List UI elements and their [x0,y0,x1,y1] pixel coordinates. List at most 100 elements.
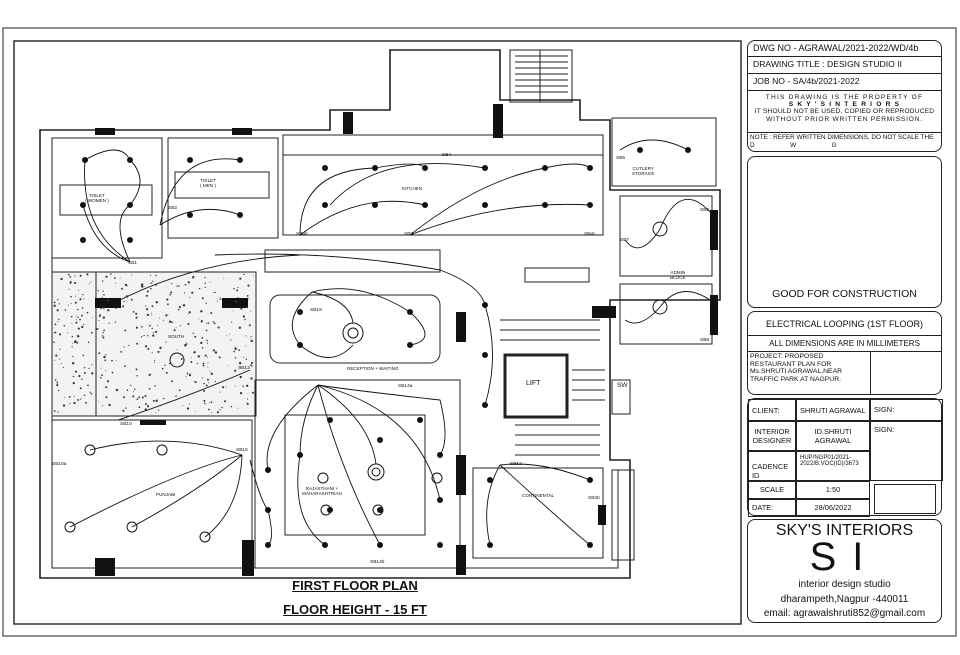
speckle-dot [120,351,122,353]
speckle-dot [186,372,188,374]
scale-note-line: NOTE : REFER WRITTEN DIMENSIONS, DO NOT … [750,134,934,141]
speckle-dot [162,319,164,321]
speckle-dot [98,352,101,355]
sheet-title: ELECTRICAL LOOPING (1ST FLOOR) [748,312,941,336]
speckle-dot [125,295,129,298]
speckle-dot [220,298,222,300]
speckle-dot [200,310,203,313]
speckle-dot [76,319,77,321]
studio-email: email: agrawalshruti852@gmail.com [763,608,926,619]
sb-label: SB4 [442,153,452,158]
speckle-dot [114,321,117,323]
property-line-3: IT SHOULD NOT BE USED, COPIED OR REPRODU… [754,108,935,116]
speckle-dot [58,333,62,336]
speckle-dot [102,280,104,282]
speckle-dot [169,293,171,296]
speckle-dot [70,296,72,298]
speckle-dot [216,300,218,302]
wet-area-left [51,271,97,417]
speckle-dot [96,328,98,331]
speckle-dot [227,365,229,367]
speckle-dot [219,409,221,411]
speckle-dot [147,348,150,350]
speckle-dot [79,387,82,390]
speckle-dot [238,326,242,329]
sb-label: SB4c [584,232,596,237]
speckle-dot [132,311,135,313]
speckle-dot [138,396,140,399]
speckle-dot [250,335,252,337]
speckle-dot [238,349,240,351]
speckle-dot [140,336,143,338]
speckle-dot [157,350,160,353]
reception-room [269,294,441,364]
inner-border [13,40,742,625]
speckle-dot [177,308,180,311]
speckle-dot [56,298,59,301]
speckle-dot [86,311,89,314]
sign-label-2: SIGN: [870,421,943,481]
speckle-dot [82,293,84,296]
speckle-dot [251,365,253,367]
speckle-dot [234,357,237,359]
sb-label: SB14a [398,384,413,389]
speckle-dot [213,292,215,294]
speckle-dot [192,332,194,334]
speckle-dot [218,356,221,359]
speckle-dot [175,327,177,329]
speckle-dot [242,385,244,388]
scale-value: 1:50 [796,481,870,499]
lift-label: LIFT [526,380,541,387]
speckle-dot [243,273,245,275]
speckle-dot [214,380,216,383]
room-label-kitchen: KITCHEN [402,186,423,191]
speckle-dot [210,312,213,315]
speckle-dot [145,394,147,396]
speckle-dot [115,388,119,392]
speckle-dot [191,291,194,294]
speckle-dot [185,375,187,377]
speckle-dot [149,324,151,327]
speckle-dot [148,387,151,390]
speckle-dot [115,282,117,284]
speckle-dot [150,282,152,284]
date-value: 28/06/2022 [796,499,870,517]
studio-address: dharampeth,Nagpur -440011 [780,594,909,605]
speckle-dot [250,377,253,380]
speckle-dot [91,317,93,319]
project-divider [870,352,871,394]
speckle-dot [242,315,246,318]
speckle-dot [201,337,204,339]
speckle-dot [135,368,138,371]
sb-label: SB3 [404,232,414,237]
top-staircase [509,49,573,103]
speckle-dot [133,388,136,391]
speckle-dot [57,411,59,413]
speckle-dot [87,341,90,344]
punjabi-room [51,419,253,569]
speckle-dot [194,410,196,412]
speckle-dot [236,289,239,292]
date-label: DATE: [748,499,796,517]
room-label-punjabi: PUNJABI [156,492,176,497]
speckle-dot [99,376,102,379]
speckle-dot [192,277,194,279]
speckle-dot [180,357,183,360]
speckle-dot [159,346,162,350]
speckle-dot [145,308,149,311]
speckle-dot [115,359,117,361]
sb-label: SB14b [370,560,385,565]
speckle-dot [100,367,102,369]
speckle-dot [234,369,237,372]
speckle-dot [141,396,144,399]
speckle-dot [102,331,104,334]
speckle-dot [168,320,172,323]
speckle-dot [245,345,247,347]
speckle-dot [56,384,59,387]
speckle-dot [79,298,82,301]
speckle-dot [57,389,60,392]
speckle-dot [165,341,167,343]
speckle-dot [107,380,110,383]
speckle-dot [104,360,106,362]
speckle-dot [105,353,107,356]
